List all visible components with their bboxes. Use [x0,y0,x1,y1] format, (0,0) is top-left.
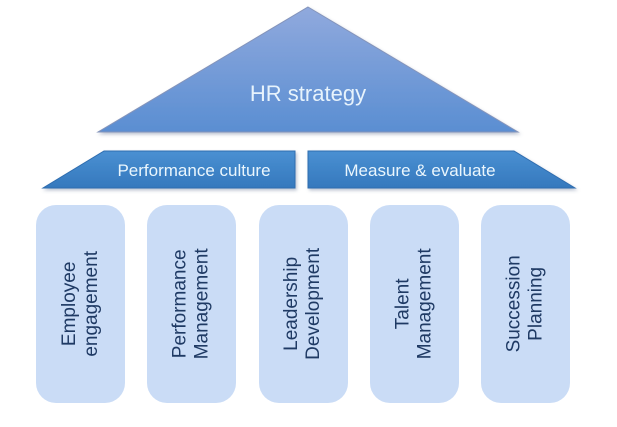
pillar-label-line: Leadership [281,256,303,352]
pillar-talent-management: Talent Management [369,205,459,403]
pillar-row: Employee engagement Performance Manageme… [36,205,570,403]
band-measure-evaluate [307,150,577,189]
band-performance-culture-label: Performance culture [117,161,270,180]
pillar-succession-planning: Succession Planning [481,205,570,403]
pillar-succession-planning-label: Succession Planning [504,255,548,352]
pillar-performance-management: Performance Management [147,205,237,403]
pillar-label-line: Planning [525,267,547,341]
pillar-leadership-development-label: Leadership Development [281,248,325,360]
pillar-employee-engagement: Employee engagement [36,205,125,403]
pillar-talent-management-label: Talent Management [392,249,436,360]
pyramid-graphic: HR strategy Performance culture Measure … [41,6,577,189]
pillar-employee-engagement-label: Employee engagement [59,251,103,357]
pyramid-top-triangle [96,6,520,133]
pillar-leadership-development: Leadership Development [258,205,348,403]
pillar-label-line: Succession [503,255,525,353]
pillar-label-line: Employee [58,261,80,347]
band-performance-culture [41,150,296,189]
pillar-label-line: Talent [392,278,414,330]
band-measure-evaluate-label: Measure & evaluate [344,161,495,180]
pyramid-title: HR strategy [250,81,366,106]
pillar-performance-management-label: Performance Management [170,249,214,360]
pillar-label-line: engagement [80,251,102,357]
pillar-label-line: Development [303,248,325,360]
pillar-label-line: Performance [169,249,191,359]
pillar-label-line: Management [414,248,436,360]
pillar-label-line: Management [191,248,213,360]
